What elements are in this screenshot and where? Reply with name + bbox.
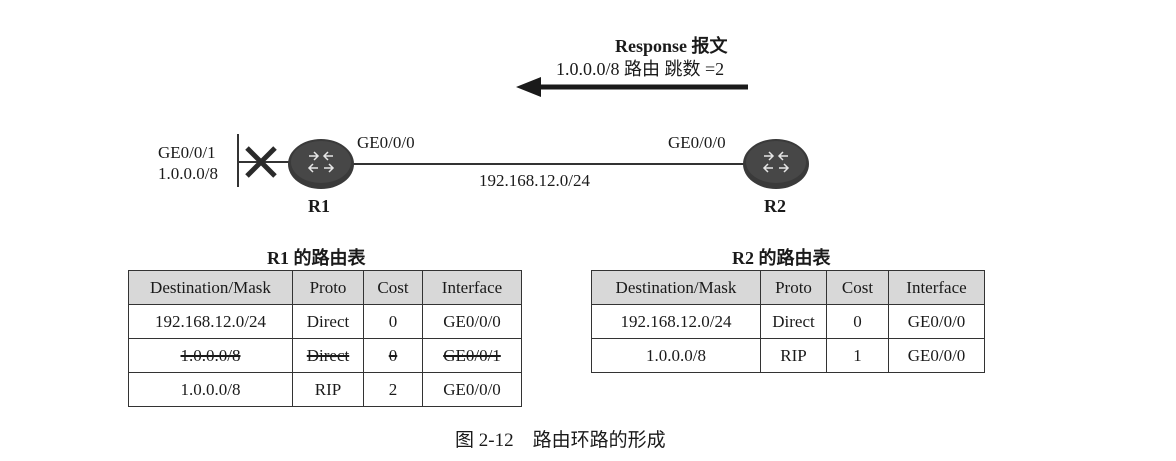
cell-proto: Direct <box>292 304 364 339</box>
table-header-row: Destination/Mask Proto Cost Interface <box>128 270 522 305</box>
cell-proto: Direct <box>292 338 364 373</box>
cell-cost: 2 <box>363 372 423 407</box>
cell-destination: 1.0.0.0/8 <box>591 338 761 373</box>
r1-name: R1 <box>308 196 330 216</box>
table-row: 1.0.0.0/8 RIP 1 GE0/0/0 <box>591 338 985 373</box>
header-destination: Destination/Mask <box>591 270 761 305</box>
r1-table-title: R1 的路由表 <box>267 248 366 268</box>
cell-interface: GE0/0/0 <box>888 304 985 339</box>
cell-interface: GE0/0/0 <box>422 304 522 339</box>
table-row: 1.0.0.0/8 RIP 2 GE0/0/0 <box>128 372 522 407</box>
header-cost: Cost <box>826 270 889 305</box>
r2-name: R2 <box>764 196 786 216</box>
cell-proto: Direct <box>760 304 827 339</box>
cell-interface: GE0/0/0 <box>888 338 985 373</box>
table-header-row: Destination/Mask Proto Cost Interface <box>591 270 985 305</box>
cell-cost: 0 <box>826 304 889 339</box>
router-icon <box>288 139 354 189</box>
link-network-label: 192.168.12.0/24 <box>479 171 590 190</box>
message-title: Response 报文 <box>615 36 728 56</box>
cell-cost: 0 <box>363 338 423 373</box>
table-row-struck: 1.0.0.0/8 Direct 0 GE0/0/1 <box>128 338 522 373</box>
header-destination: Destination/Mask <box>128 270 293 305</box>
cross-icon <box>245 146 277 178</box>
r1-right-interface-name: GE0/0/0 <box>357 133 415 152</box>
cell-destination: 1.0.0.0/8 <box>128 372 293 407</box>
cell-destination: 192.168.12.0/24 <box>591 304 761 339</box>
table-row: 192.168.12.0/24 Direct 0 GE0/0/0 <box>591 304 985 339</box>
r1-routing-table: Destination/Mask Proto Cost Interface 19… <box>128 270 522 407</box>
header-proto: Proto <box>292 270 364 305</box>
table-row: 192.168.12.0/24 Direct 0 GE0/0/0 <box>128 304 522 339</box>
cell-proto: RIP <box>292 372 364 407</box>
r2-table-title: R2 的路由表 <box>732 248 831 268</box>
router-icon <box>743 139 809 189</box>
r1-left-interface-name: GE0/0/1 <box>158 143 216 162</box>
r2-interface-name: GE0/0/0 <box>668 133 726 152</box>
cell-interface: GE0/0/0 <box>422 372 522 407</box>
header-interface: Interface <box>888 270 985 305</box>
cell-destination: 1.0.0.0/8 <box>128 338 293 373</box>
cell-cost: 0 <box>363 304 423 339</box>
header-interface: Interface <box>422 270 522 305</box>
arrow-left-icon <box>516 77 748 97</box>
header-cost: Cost <box>363 270 423 305</box>
cell-proto: RIP <box>760 338 827 373</box>
message-content: 1.0.0.0/8 路由 跳数 =2 <box>556 59 725 79</box>
r2-routing-table: Destination/Mask Proto Cost Interface 19… <box>591 270 985 373</box>
r1-left-interface-network: 1.0.0.0/8 <box>158 164 218 183</box>
cell-cost: 1 <box>826 338 889 373</box>
cell-destination: 192.168.12.0/24 <box>128 304 293 339</box>
header-proto: Proto <box>760 270 827 305</box>
figure-caption: 图 2-12 路由环路的形成 <box>455 430 666 451</box>
cell-interface: GE0/0/1 <box>422 338 522 373</box>
